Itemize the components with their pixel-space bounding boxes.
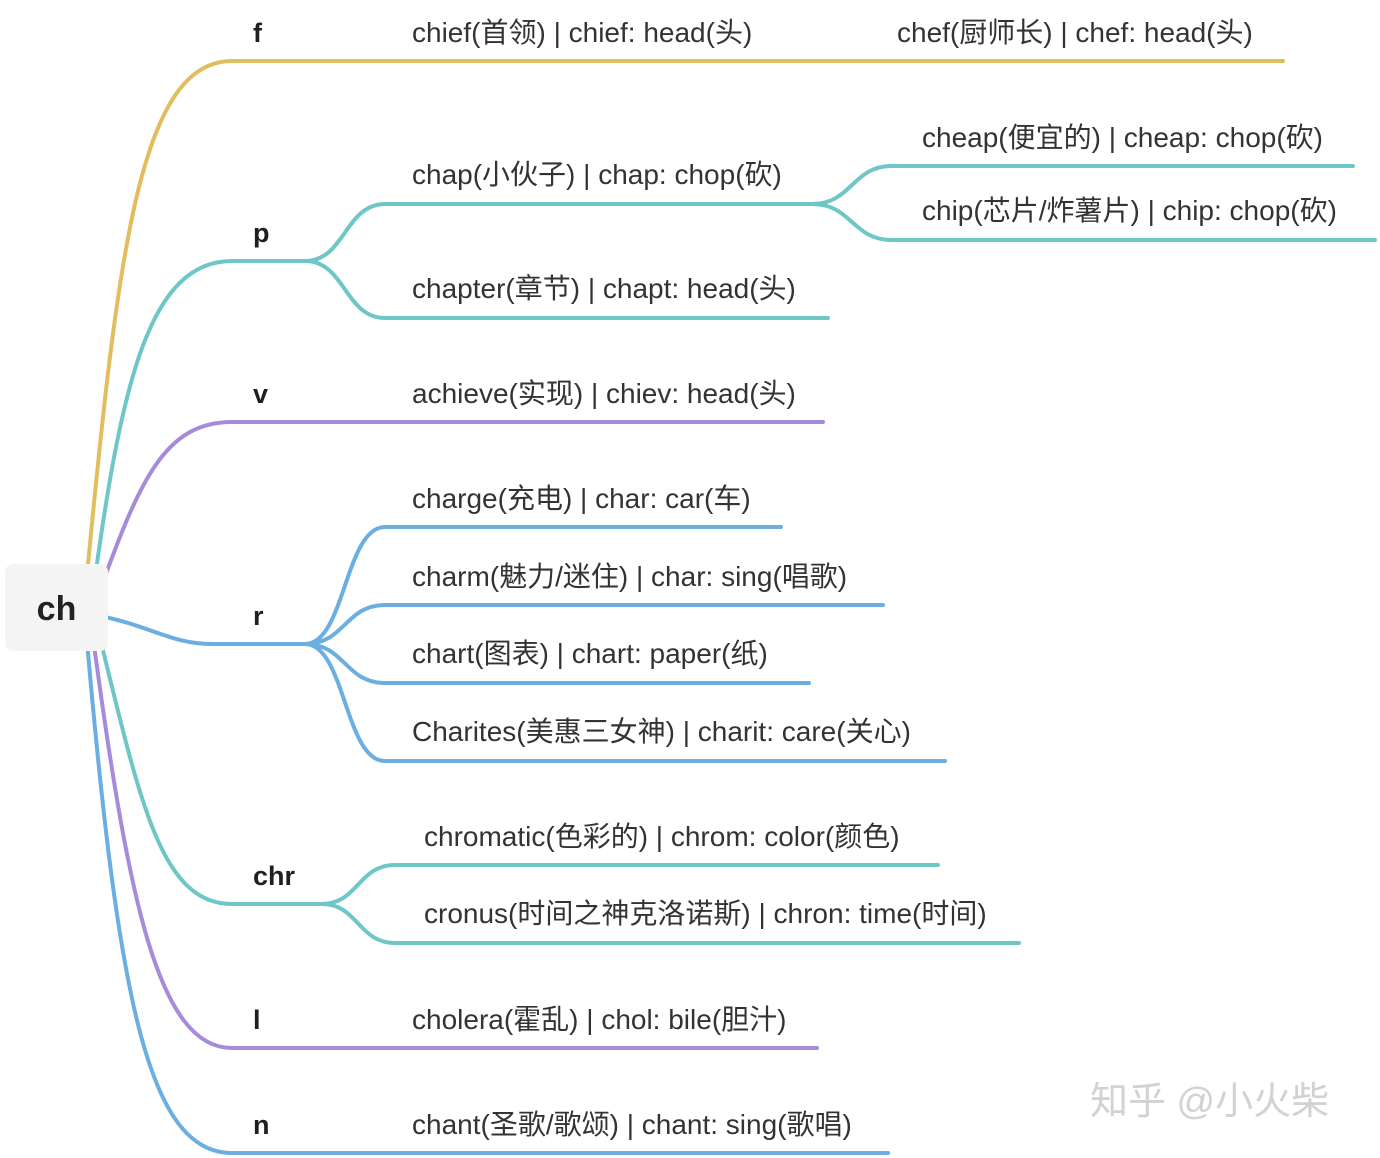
topic-charge-line (303, 525, 783, 646)
topic-chapter: chapter(章节) | chapt: head(头) (303, 259, 830, 320)
root-topic: ch (5, 564, 108, 651)
branch-r-label: r (253, 601, 264, 631)
topic-cheap: cheap(便宜的) | cheap: chop(砍) (810, 122, 1355, 206)
topic-chef-label: chef(厨师长) | chef: head(头) (897, 17, 1253, 48)
branch-chr-label: chr (253, 861, 296, 891)
topic-cheap-line (810, 164, 1355, 206)
branch-chr: chr chromatic(色彩的) | chrom: color(颜色) cr… (96, 628, 1021, 945)
branch-n: n chant(圣歌/歌颂) | chant: sing(歌唱) (84, 628, 890, 1155)
topic-chapter-label: chapter(章节) | chapt: head(头) (412, 273, 796, 304)
topic-chap: chap(小伙子) | chap: chop(砍) cheap(便宜的) | c… (303, 122, 1377, 263)
topic-chant-label: chant(圣歌/歌颂) | chant: sing(歌唱) (412, 1109, 852, 1140)
topic-achieve-label: achieve(实现) | chiev: head(头) (412, 378, 796, 409)
topic-chart: chart(图表) | chart: paper(纸) (303, 638, 811, 685)
root-topic-label: ch (37, 590, 77, 628)
topic-charites-label: Charites(美惠三女神) | charit: care(关心) (412, 716, 911, 747)
topic-chromatic: chromatic(色彩的) | chrom: color(颜色) (320, 821, 940, 906)
topic-charites-line (303, 642, 947, 763)
branch-l-line (90, 628, 819, 1050)
topic-cholera: cholera(霍乱) | chol: bile(胆汁) (412, 1004, 786, 1035)
topic-cheap-label: cheap(便宜的) | cheap: chop(砍) (922, 122, 1323, 153)
branch-l-label: l (253, 1005, 261, 1035)
branch-p-label: p (253, 218, 270, 248)
topic-chip-label: chip(芯片/炸薯片) | chip: chop(砍) (922, 195, 1337, 226)
branch-v-label: v (253, 379, 268, 409)
branch-p: p chap(小伙子) | chap: chop(砍) cheap(便宜的) |… (92, 122, 1377, 587)
branch-p-line (92, 259, 312, 587)
topic-chromatic-line (320, 863, 940, 906)
topic-cronus: cronus(时间之神克洛诺斯) | chron: time(时间) (320, 898, 1021, 945)
topic-achieve: achieve(实现) | chiev: head(头) (412, 378, 796, 409)
branch-l: l cholera(霍乱) | chol: bile(胆汁) (90, 628, 819, 1050)
branch-r: r charge(充电) | char: car(车) charm(魅力/迷住)… (93, 483, 947, 763)
topic-cholera-label: cholera(霍乱) | chol: bile(胆汁) (412, 1004, 786, 1035)
topic-chief-label: chief(首领) | chief: head(头) (412, 17, 752, 48)
topic-chap-label: chap(小伙子) | chap: chop(砍) (412, 159, 782, 190)
branch-n-line (84, 628, 890, 1155)
branch-f: f chief(首领) | chief: head(头) chef(厨师长) |… (84, 17, 1285, 587)
topic-charge-label: charge(充电) | char: car(车) (412, 483, 751, 514)
branch-f-label: f (253, 18, 263, 48)
topic-chapter-line (303, 259, 830, 320)
topic-charm-line (303, 603, 885, 646)
topic-charm: charm(魅力/迷住) | char: sing(唱歌) (303, 561, 885, 646)
topic-chant: chant(圣歌/歌颂) | chant: sing(歌唱) (412, 1109, 852, 1140)
branch-chr-line (96, 628, 330, 906)
root-topic-box (5, 564, 108, 651)
branch-v: v achieve(实现) | chiev: head(头) (98, 378, 825, 592)
topic-chart-label: chart(图表) | chart: paper(纸) (412, 638, 768, 669)
topic-cronus-line (320, 902, 1021, 945)
branch-v-line (98, 420, 825, 592)
watermark: 知乎 @小火柴 (1090, 1081, 1329, 1123)
topic-chief: chief(首领) | chief: head(头) chef(厨师长) | c… (412, 17, 1253, 48)
topic-charm-label: charm(魅力/迷住) | char: sing(唱歌) (412, 561, 847, 592)
topic-chef: chef(厨师长) | chef: head(头) (897, 17, 1253, 48)
branch-n-label: n (253, 1110, 270, 1140)
topic-chromatic-label: chromatic(色彩的) | chrom: color(颜色) (424, 821, 900, 852)
topic-charge: charge(充电) | char: car(车) (303, 483, 783, 646)
branch-r-line (93, 613, 312, 646)
topic-cronus-label: cronus(时间之神克洛诺斯) | chron: time(时间) (424, 898, 987, 929)
topic-charites: Charites(美惠三女神) | charit: care(关心) (303, 642, 947, 763)
branch-f-line (84, 59, 1285, 587)
topic-chart-line (303, 642, 811, 685)
topic-chap-line (303, 202, 826, 263)
topic-chip-line (810, 202, 1377, 242)
topic-chip: chip(芯片/炸薯片) | chip: chop(砍) (810, 195, 1377, 242)
